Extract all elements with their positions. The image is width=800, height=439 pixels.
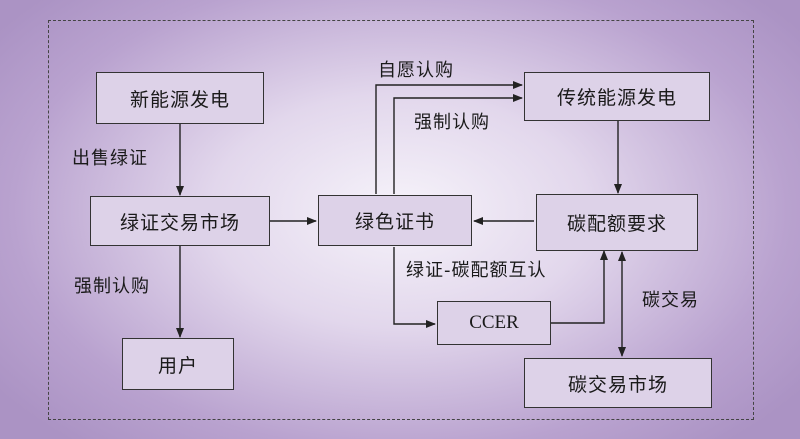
node-traditional: 传统能源发电 [524,72,710,121]
arrow-ccer-to-carbon-quota [551,250,608,324]
node-carbon-quota: 碳配额要求 [536,194,698,251]
arrow-green-cert-to-ccer [393,247,436,328]
label-mandatory-purchase-left: 强制认购 [74,276,150,297]
node-green-cert: 绿色证书 [318,195,472,246]
label-carbon-trade: 碳交易 [642,290,699,311]
node-gc-market: 绿证交易市场 [90,196,270,246]
node-ccer: CCER [437,301,551,345]
arrow-mandatory-purchase [393,94,523,194]
node-carbon-market: 碳交易市场 [524,358,712,408]
label-gc-carbon-mutual: 绿证-碳配额互认 [406,260,547,281]
node-user: 用户 [122,338,234,390]
label-mandatory-purchase-top: 强制认购 [414,112,490,133]
label-voluntary-purchase: 自愿认购 [378,60,454,81]
diagram-frame [48,20,754,420]
label-sell-gc: 出售绿证 [72,148,148,169]
node-new-energy: 新能源发电 [96,72,264,124]
arrow-voluntary-purchase [375,81,523,194]
